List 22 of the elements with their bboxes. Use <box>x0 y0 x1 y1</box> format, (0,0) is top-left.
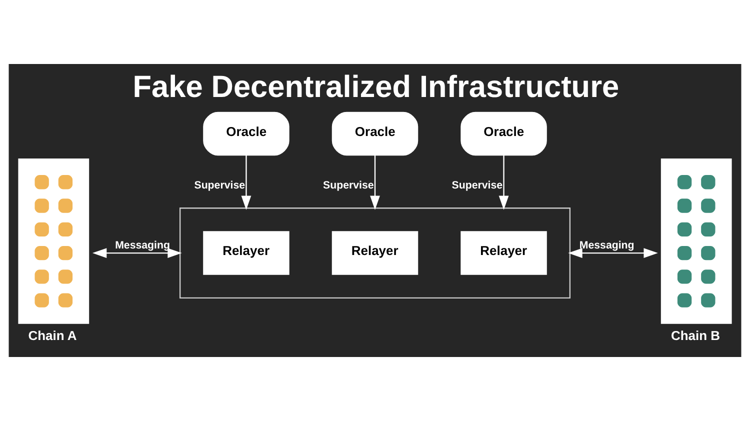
arrow <box>498 155 509 210</box>
edge-label: Supervise <box>452 180 503 192</box>
node-box <box>660 158 732 324</box>
cluster <box>179 208 571 299</box>
node-box: Relayer <box>203 231 290 275</box>
arrow <box>241 155 252 210</box>
node-box: Relayer <box>332 231 418 275</box>
node-box: Oracle <box>460 112 547 156</box>
edge-label: Messaging <box>115 240 170 252</box>
node-box: Oracle <box>203 112 290 156</box>
edge-label: Messaging <box>579 240 634 252</box>
node-label: Chain A <box>28 328 77 344</box>
edge-label: Supervise <box>194 180 246 192</box>
arrow <box>568 248 658 258</box>
node-box: Relayer <box>460 231 547 275</box>
arrow <box>92 248 182 258</box>
arrow <box>370 155 380 210</box>
node-box: Oracle <box>332 112 418 156</box>
node-box <box>18 158 90 324</box>
diagram-title: Fake Decentralized Infrastructure <box>132 68 620 104</box>
edge-label: Supervise <box>323 180 374 192</box>
node-label: Chain B <box>670 328 720 344</box>
